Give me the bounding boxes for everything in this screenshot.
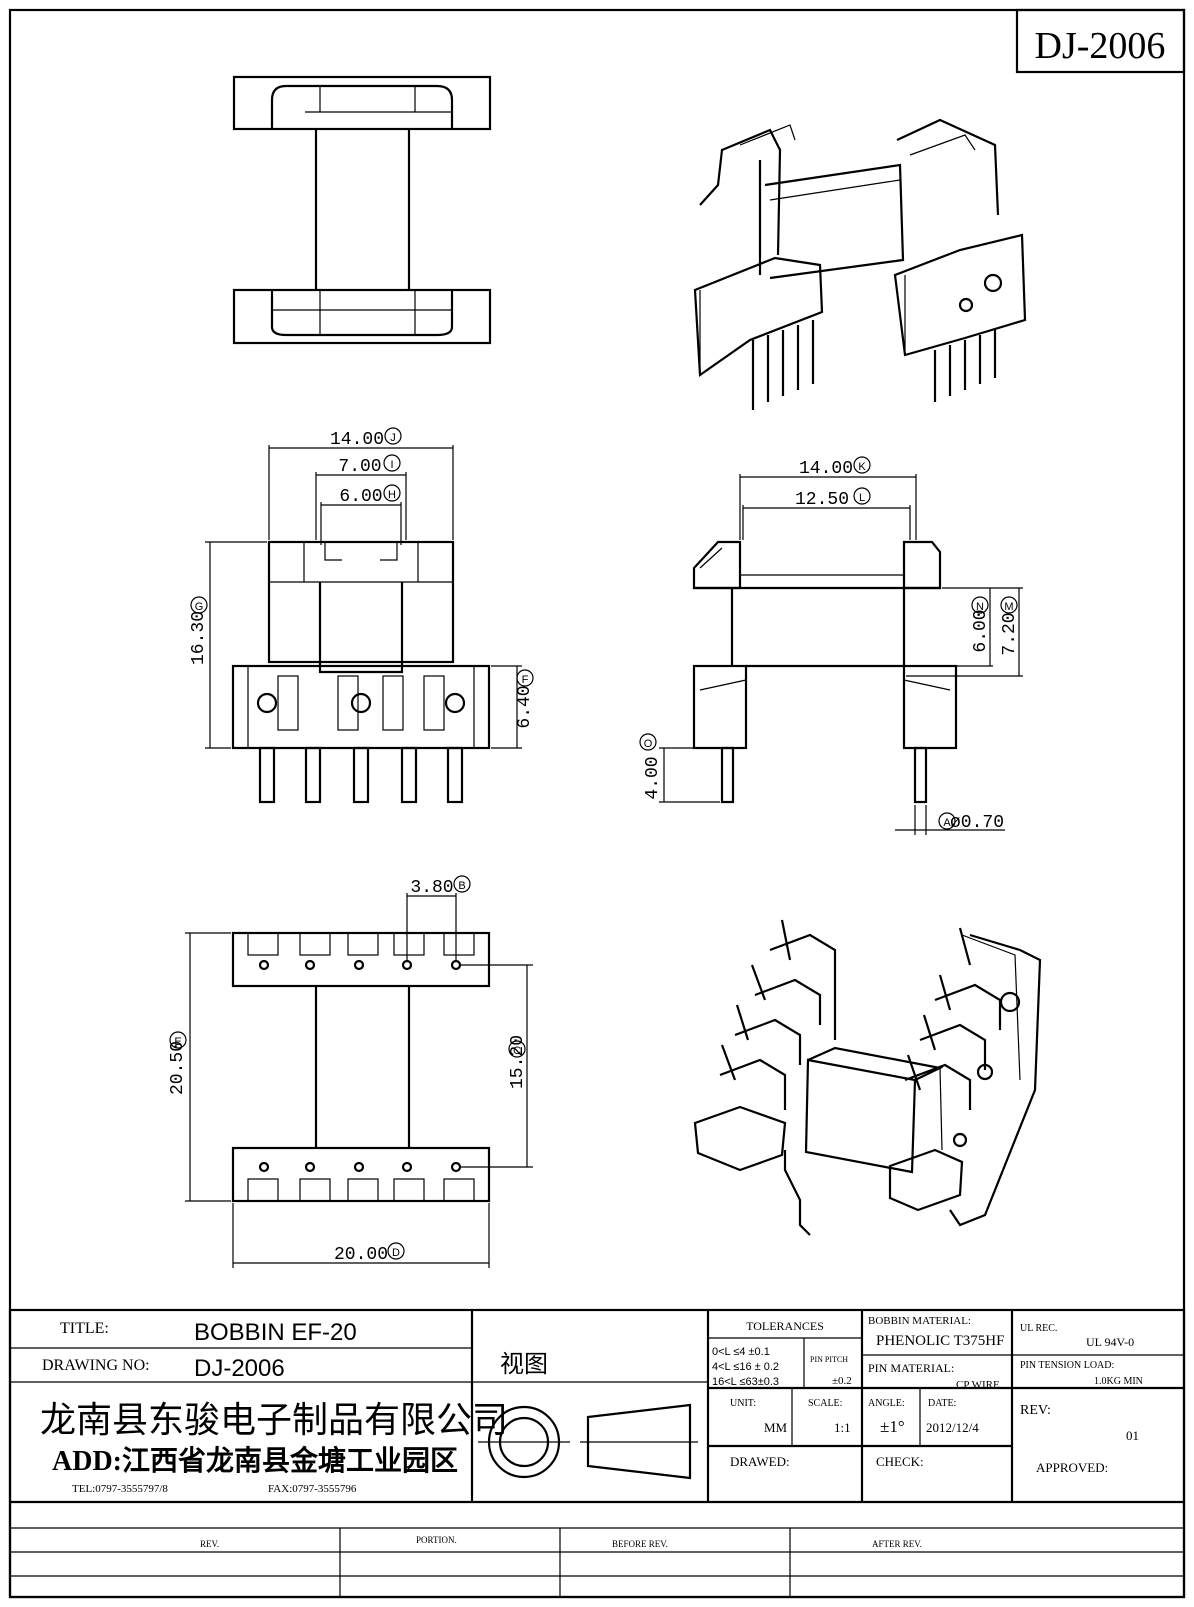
side-view-dimensions: 14.00 K 12.50 L 6.00 N 7.20 M 4.00 O A ø…: [639, 456, 1023, 835]
view-label: 视图: [500, 1351, 548, 1378]
dim-letter-I: I: [390, 459, 393, 471]
dim-letter-F: F: [522, 674, 529, 686]
rev-label: REV:: [1020, 1403, 1051, 1418]
dim-letter-M: M: [1004, 601, 1013, 613]
angle-value: ±1°: [880, 1417, 905, 1436]
dim-value-E: 20.50: [168, 1041, 188, 1095]
drawed-label: DRAWED:: [730, 1454, 790, 1469]
dim-value-N: 6.00: [971, 609, 991, 652]
dim-letter-C: C: [513, 1045, 521, 1057]
isometric-view-lower: [693, 919, 1042, 1236]
dim-letter-L: L: [859, 492, 865, 504]
dim-value-F: 6.40: [515, 685, 535, 728]
dim-value-C: 15.20: [508, 1035, 528, 1089]
tolerance-row-2: 4<L ≤16 ± 0.2: [712, 1361, 779, 1373]
footer-rev: REV.: [200, 1539, 219, 1549]
check-label: CHECK:: [876, 1454, 924, 1469]
pin-pitch-label: PIN PITCH: [810, 1355, 848, 1364]
dim-letter-N: N: [976, 601, 984, 613]
pin-material-value: CP WIRE: [956, 1379, 1000, 1391]
dim-letter-O: O: [644, 738, 653, 750]
company-tel: TEL:0797-3555797/8: [72, 1483, 168, 1495]
tolerance-row-1: 0<L ≤4 ±0.1: [712, 1346, 770, 1358]
dim-letter-G: G: [195, 601, 204, 613]
dim-value-A: ø0.70: [950, 813, 1004, 833]
dim-value-B: 3.80: [410, 878, 453, 898]
tolerance-row-3: 16<L ≤63±0.3: [712, 1376, 779, 1388]
drawing-code: DJ-2006: [1035, 25, 1166, 67]
dim-letter-K: K: [858, 461, 866, 473]
dim-letter-A: A: [943, 817, 951, 829]
drawing-no-label: DRAWING NO:: [42, 1357, 150, 1374]
angle-label: ANGLE:: [868, 1398, 905, 1409]
dim-letter-D: D: [392, 1247, 400, 1259]
date-label: DATE:: [928, 1398, 956, 1409]
isometric-view-upper: [693, 118, 1027, 410]
side-view: [692, 540, 958, 804]
dim-letter-J: J: [390, 432, 396, 444]
sheet-border: [8, 8, 1186, 1599]
company-address: ADD:江西省龙南县金塘工业园区: [52, 1444, 458, 1477]
drawing-no-value: DJ-2006: [194, 1355, 285, 1382]
dim-letter-E: E: [174, 1036, 181, 1048]
pin-tension-label: PIN TENSION LOAD:: [1020, 1360, 1114, 1371]
date-value: 2012/12/4: [926, 1420, 979, 1435]
ul-rec-label: UL REC.: [1020, 1323, 1057, 1334]
dim-value-G: 16.30: [189, 611, 209, 665]
footer-after-rev: AFTER REV.: [872, 1539, 922, 1549]
dim-value-O: 4.00: [643, 756, 663, 799]
title-block: TITLE: BOBBIN EF-20 DRAWING NO: DJ-2006 …: [8, 1308, 1186, 1599]
footer-before-rev: BEFORE REV.: [612, 1539, 668, 1549]
scale-value: 1:1: [834, 1420, 851, 1435]
projection-symbol: [478, 1403, 698, 1480]
scale-label: SCALE:: [808, 1398, 842, 1409]
dim-value-K: 14.00: [799, 459, 853, 479]
bottom-view-dimensions: 3.80 B 20.50 E 15.20 C 20.00 D: [168, 875, 533, 1268]
bobbin-material-value: PHENOLIC T375HF: [876, 1333, 1004, 1349]
dim-letter-B: B: [458, 880, 465, 892]
unit-label: UNIT:: [730, 1398, 756, 1409]
front-view-dimensions: 14.00 J 7.00 I 6.00 H 16.30 G 6.40 F: [189, 427, 535, 749]
pin-pitch-value: ±0.2: [832, 1375, 852, 1387]
title-value: BOBBIN EF-20: [194, 1319, 357, 1346]
tolerances-label: TOLERANCES: [746, 1319, 824, 1333]
unit-value: MM: [764, 1420, 788, 1435]
company-name: 龙南县东骏电子制品有限公司: [40, 1400, 508, 1440]
top-view: [232, 75, 492, 345]
front-view: [231, 540, 491, 804]
dim-value-D: 20.00: [334, 1245, 388, 1265]
dim-value-L: 12.50: [795, 490, 849, 510]
rev-value: 01: [1126, 1428, 1139, 1443]
footer-portion: PORTION.: [416, 1535, 457, 1545]
dim-value-J: 14.00: [330, 430, 384, 450]
title-label: TITLE:: [60, 1320, 109, 1337]
company-fax: FAX:0797-3555796: [268, 1483, 357, 1495]
dim-value-I: 7.00: [338, 457, 381, 477]
dim-value-H: 6.00: [339, 487, 382, 507]
dim-value-M: 7.20: [1000, 612, 1020, 655]
bobbin-material-label: BOBBIN MATERIAL:: [868, 1315, 971, 1327]
pin-material-label: PIN MATERIAL:: [868, 1361, 954, 1375]
approved-label: APPROVED:: [1036, 1460, 1108, 1475]
drawing-code-box: DJ-2006: [1015, 8, 1186, 74]
bottom-view: [231, 931, 491, 1203]
pin-tension-value: 1.0KG MIN: [1094, 1376, 1143, 1387]
dim-letter-H: H: [388, 489, 396, 501]
ul-rec-value: UL 94V-0: [1086, 1335, 1134, 1349]
